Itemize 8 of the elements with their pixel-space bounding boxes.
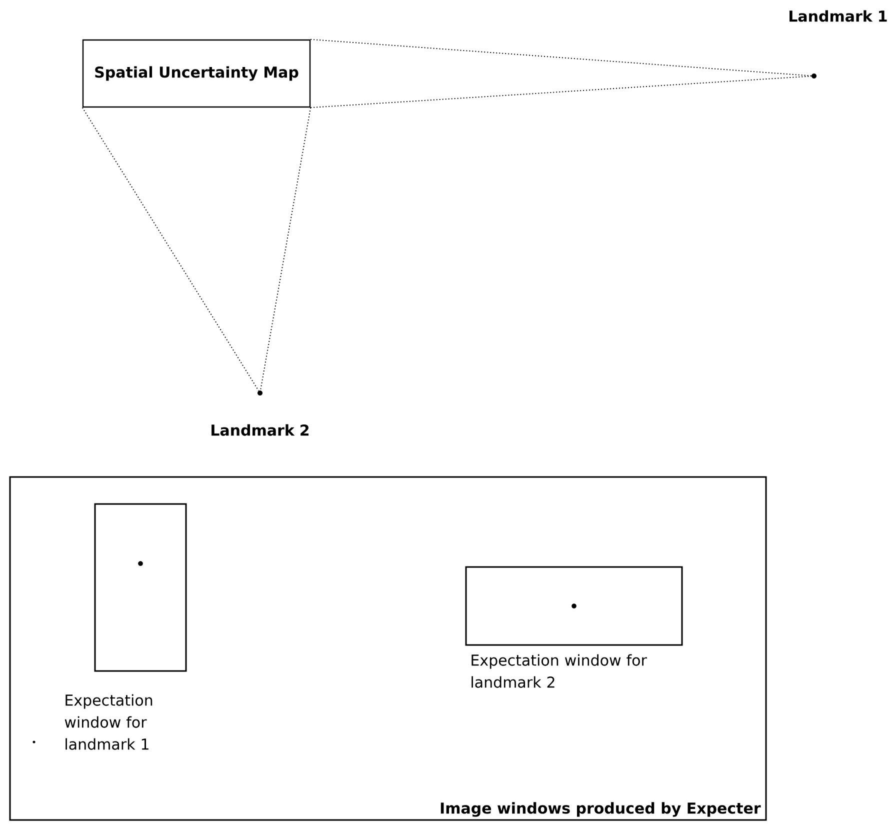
dotted-line: [310, 76, 812, 108]
map-box: Spatial Uncertainty Map: [82, 39, 311, 108]
landmark-label: Landmark 2: [212, 424, 309, 436]
window-caption: Expectation window for landmark 1: [64, 694, 152, 750]
window-caption: Expectation window for landmark 2: [472, 654, 647, 688]
landmark-label: Landmark 1: [790, 10, 887, 22]
dotted-line: [260, 107, 312, 391]
dotted-line: [82, 107, 260, 392]
